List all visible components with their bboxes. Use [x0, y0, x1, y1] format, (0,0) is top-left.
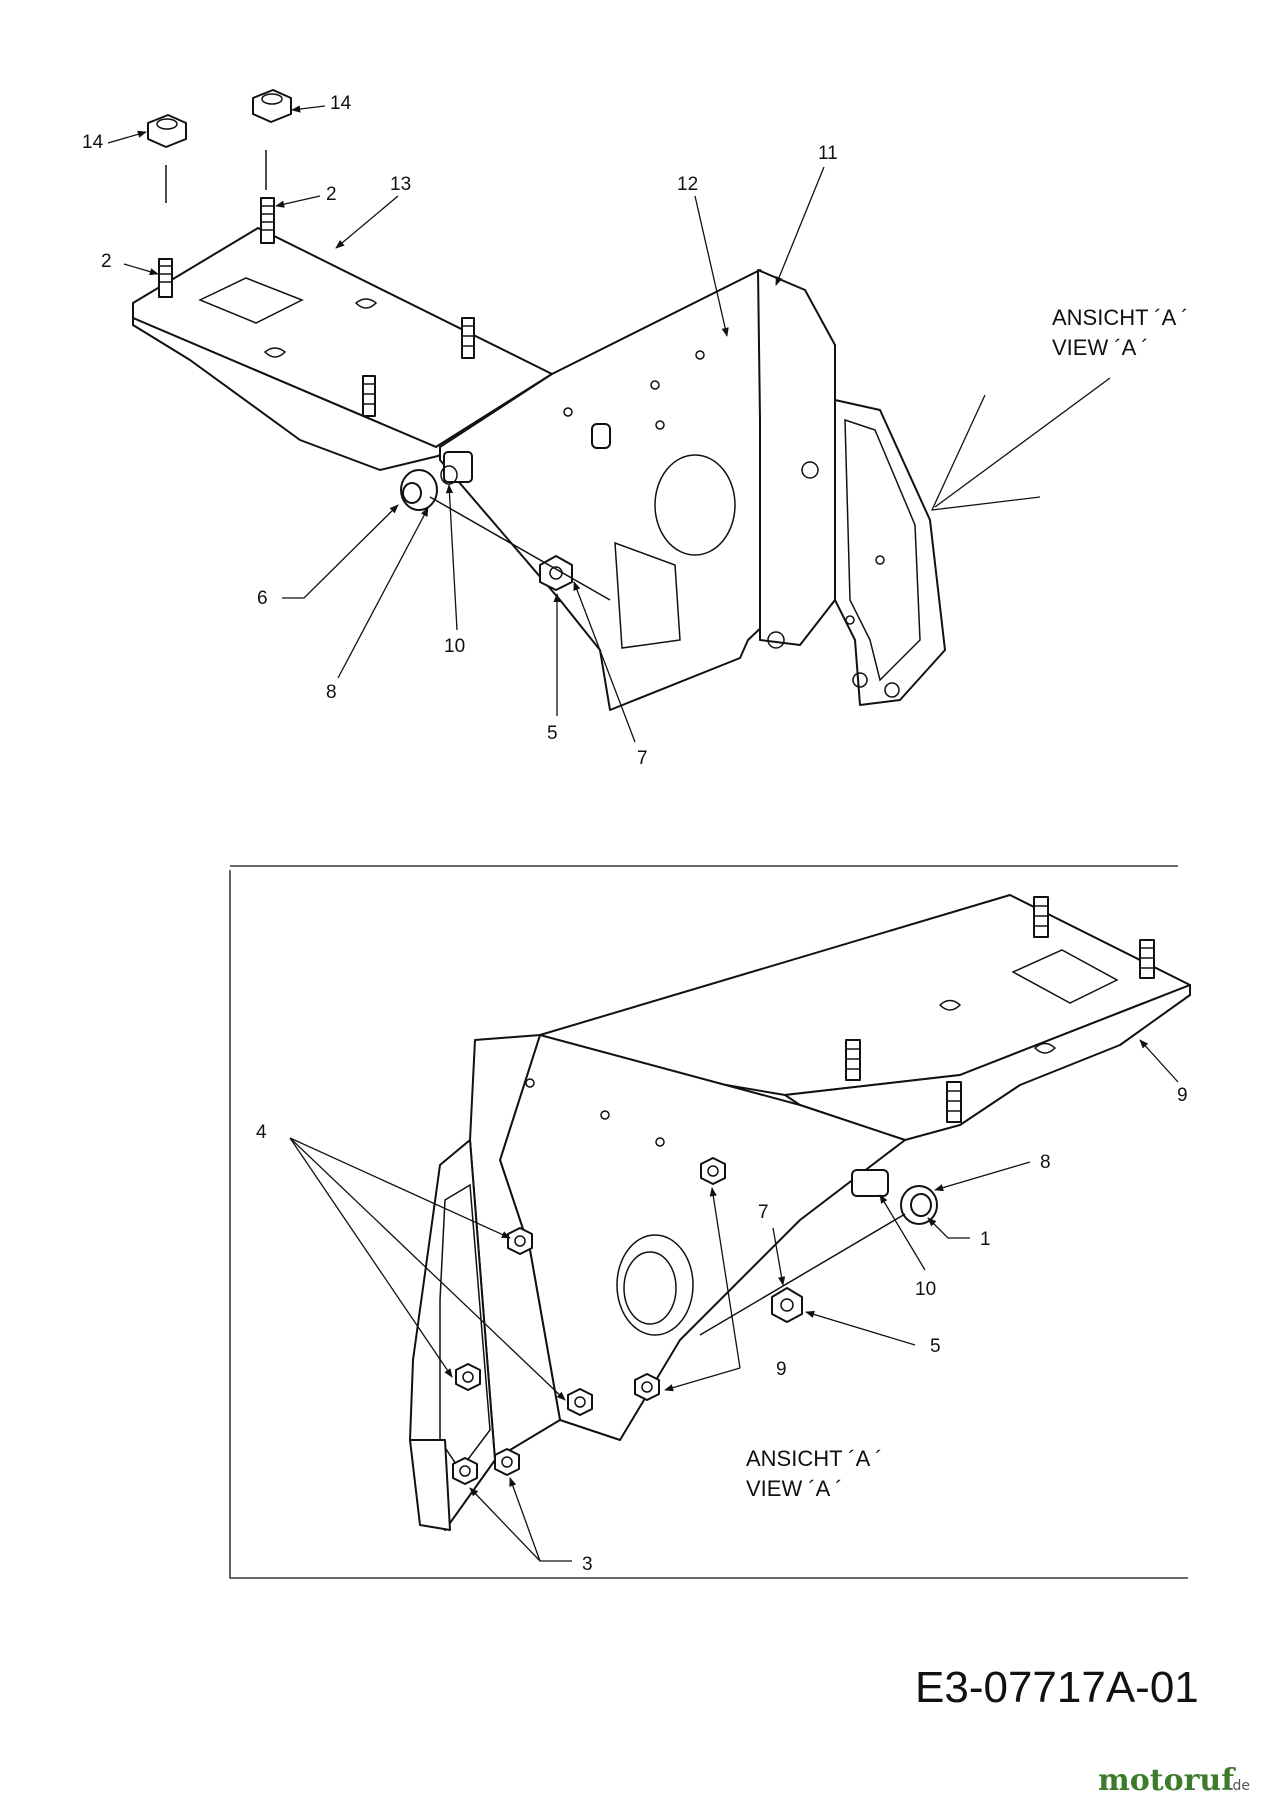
- lock-nut: [147, 114, 187, 148]
- view-arrow: [934, 377, 1111, 508]
- view-label-de: ANSICHT ´A ´: [1052, 305, 1189, 330]
- part-label: 6: [257, 588, 268, 609]
- part-label: 10: [915, 1279, 936, 1300]
- part-label: 9: [776, 1359, 787, 1380]
- axle-bushing: [400, 451, 473, 511]
- hex-bolt: [634, 1373, 660, 1401]
- stud: [946, 1081, 962, 1123]
- stud: [158, 258, 173, 298]
- part-label: 9: [1177, 1085, 1188, 1106]
- part-label: 1: [980, 1229, 991, 1250]
- svg-text:motoruf: motoruf: [1098, 1763, 1236, 1798]
- part-label: 3: [582, 1554, 593, 1575]
- view-label-de: ANSICHT ´A ´: [746, 1446, 883, 1471]
- part-label: 2: [326, 184, 337, 205]
- inset-view: 4 8 1 10 7 5 9 9 3 ANSICHT ´A ´ VIEW ´A …: [229, 865, 1191, 1579]
- part-label: 5: [547, 723, 558, 744]
- axle-bushing: [851, 1169, 938, 1225]
- stud: [1139, 939, 1155, 979]
- hex-bolt: [507, 1227, 533, 1255]
- hex-bolt: [494, 1448, 520, 1476]
- hex-bolt: [455, 1363, 481, 1391]
- watermark-logo: motoruf .de: [1098, 1763, 1250, 1798]
- side-plate: [439, 269, 791, 711]
- part-label: 7: [637, 748, 648, 769]
- stud: [1033, 896, 1049, 938]
- axis-line: [699, 1213, 906, 1336]
- inset-frame: [229, 870, 1188, 1579]
- part-label: 14: [82, 132, 104, 153]
- stud: [362, 375, 376, 417]
- stud: [461, 317, 475, 359]
- view-arrow-head: [930, 394, 1041, 511]
- part-label: 8: [326, 682, 337, 703]
- hex-bolt: [452, 1457, 478, 1485]
- svg-text:.de: .de: [1228, 1778, 1250, 1794]
- part-label: 5: [930, 1336, 941, 1357]
- part-label: 8: [1040, 1152, 1051, 1173]
- hex-bolt: [567, 1388, 593, 1416]
- stud: [845, 1039, 861, 1081]
- top-assembly: 14 14 2 2 13 12 11 6 8 10 5 7 ANSICHT ´A…: [82, 89, 1189, 769]
- housing-bracket: [757, 269, 946, 706]
- part-label: 2: [101, 251, 112, 272]
- hex-bolt: [700, 1157, 726, 1185]
- view-label-en: VIEW ´A ´: [746, 1476, 843, 1501]
- stud: [260, 197, 275, 244]
- mounting-plate: [132, 227, 556, 471]
- drawing-code: E3-07717A-01: [915, 1663, 1199, 1712]
- view-label-en: VIEW ´A ´: [1052, 335, 1149, 360]
- part-label: 7: [758, 1202, 769, 1223]
- part-label: 11: [818, 143, 838, 164]
- part-label: 12: [677, 174, 698, 195]
- hex-nut: [771, 1287, 803, 1323]
- lock-nut: [252, 89, 292, 123]
- part-label: 10: [444, 636, 465, 657]
- part-label: 4: [256, 1122, 267, 1143]
- part-label: 14: [330, 93, 352, 114]
- part-label: 13: [390, 174, 411, 195]
